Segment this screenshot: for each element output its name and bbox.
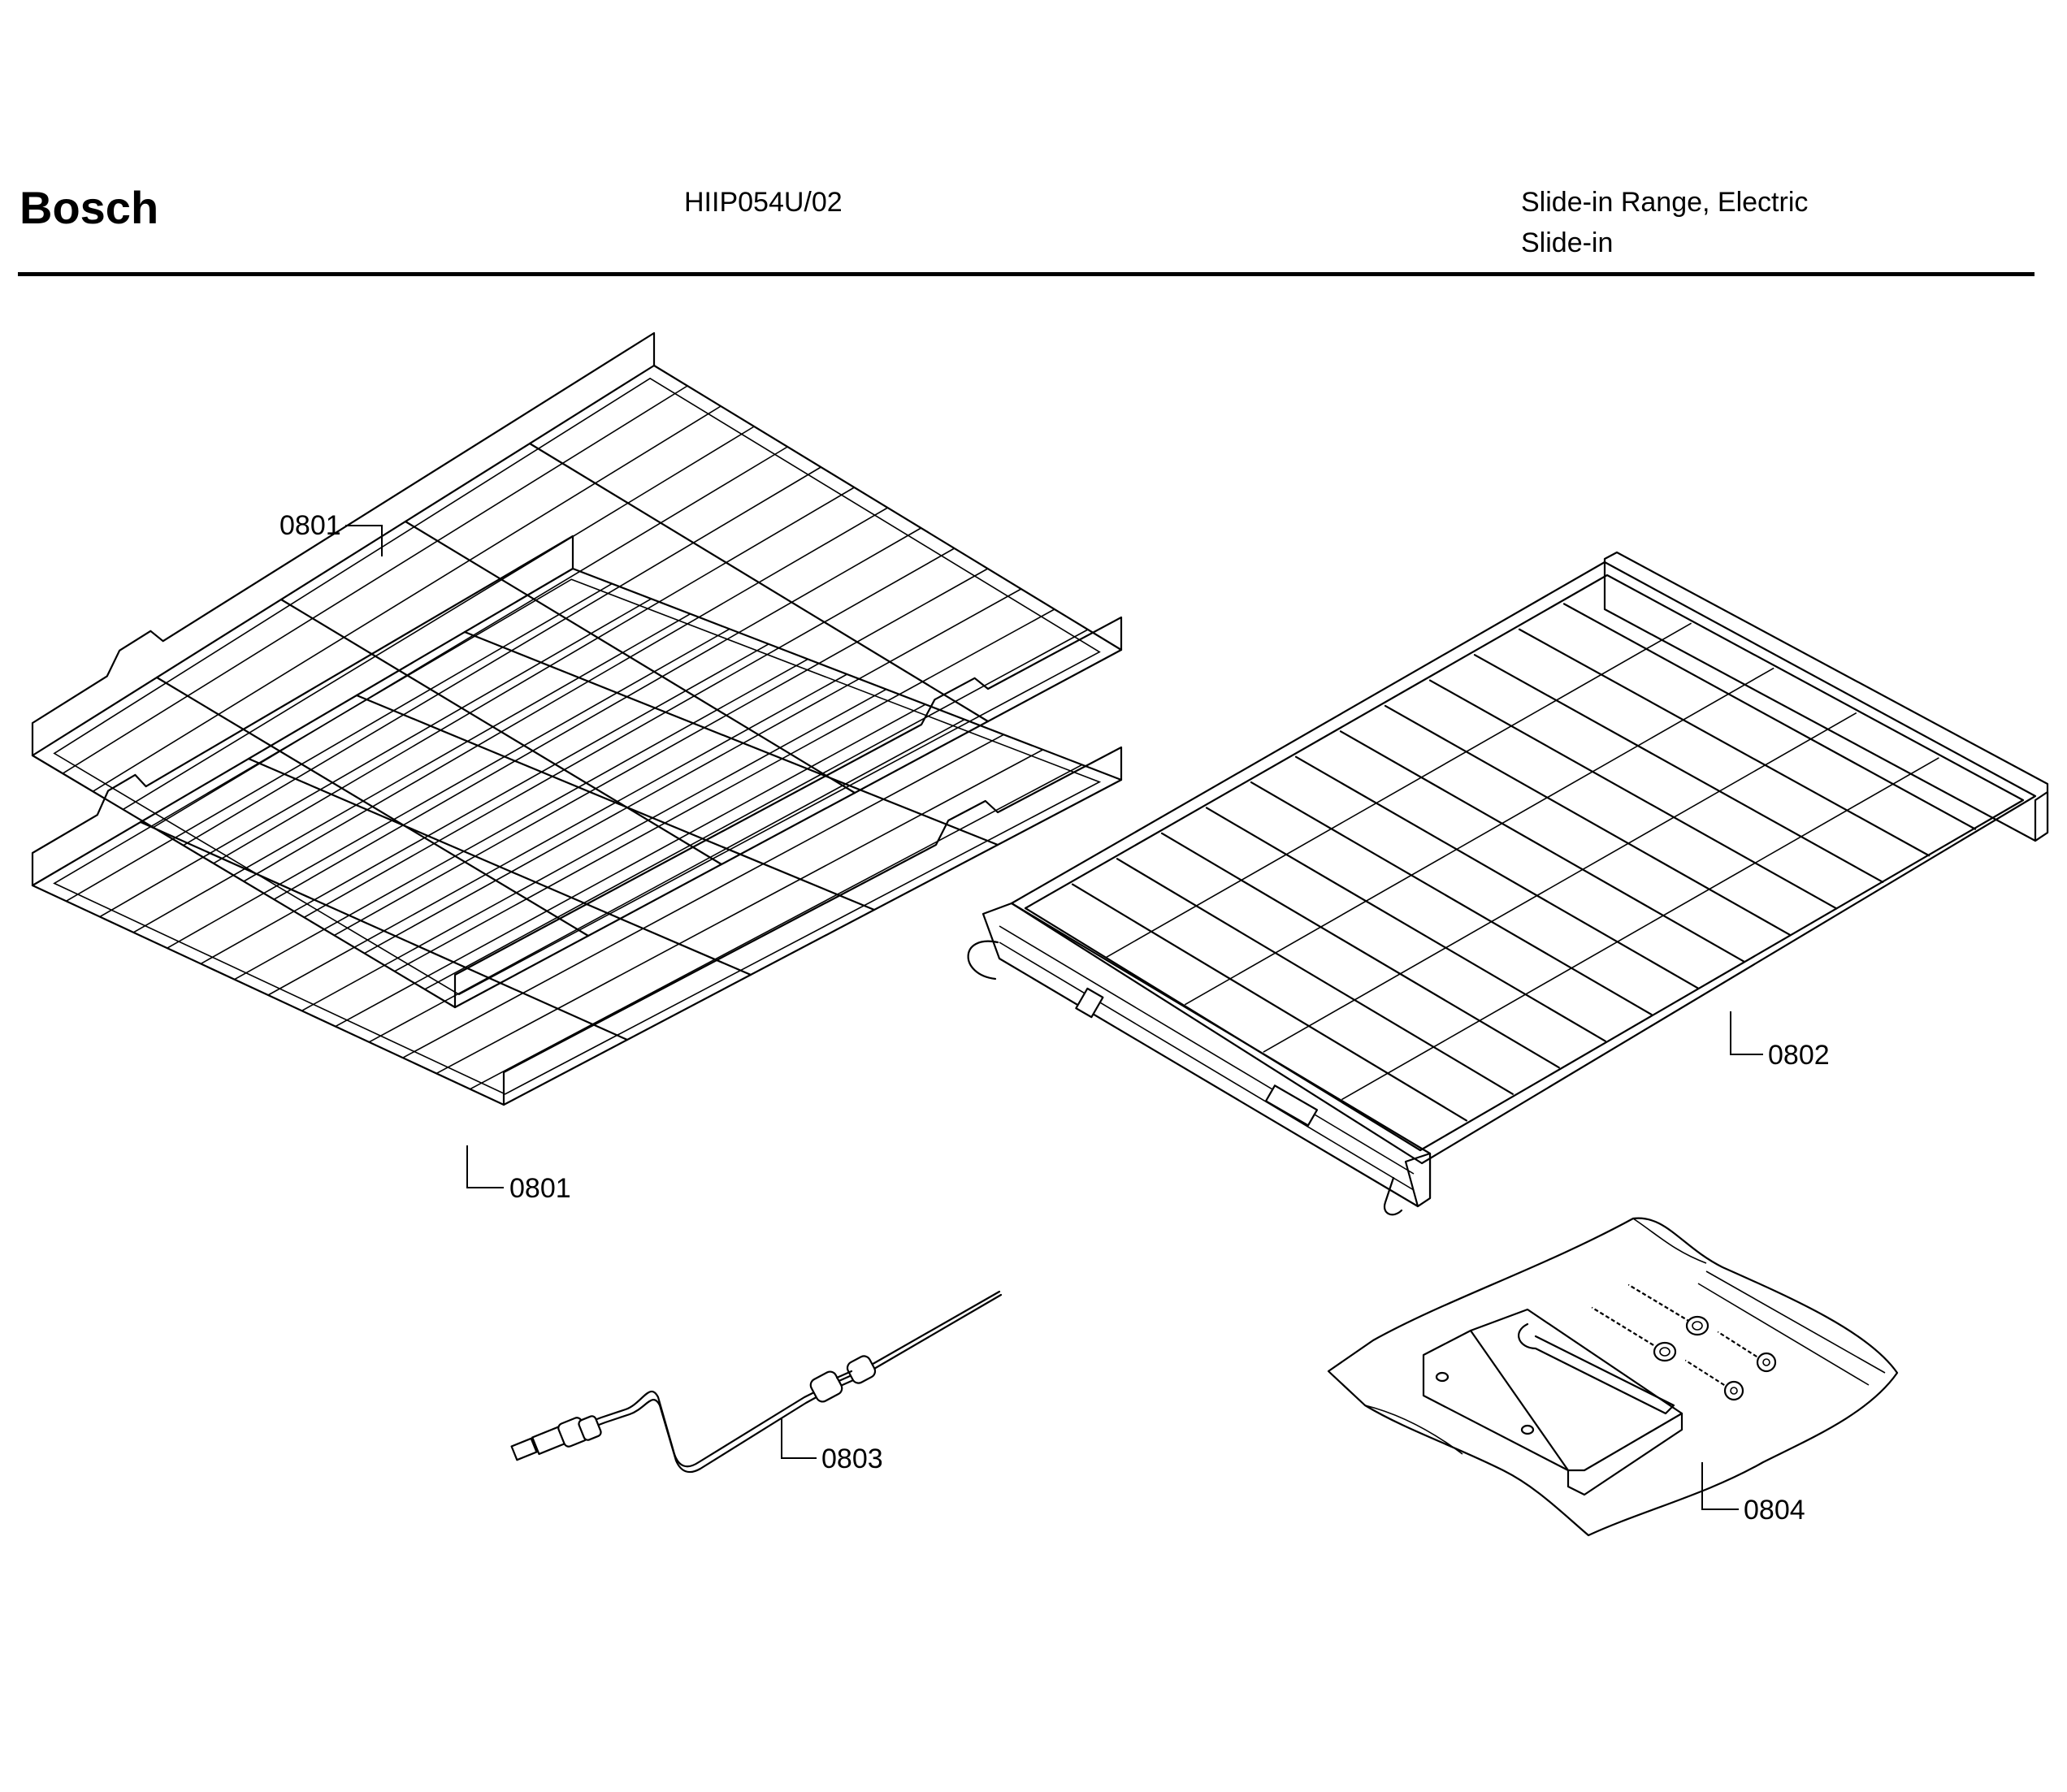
callout-0804[interactable]: 0804	[1744, 1495, 1805, 1526]
callout-0803[interactable]: 0803	[821, 1444, 883, 1474]
callout-0802[interactable]: 0802	[1768, 1040, 1830, 1071]
part-wire-rack-lower[interactable]	[31, 535, 1123, 1106]
product-type: Slide-in Range, Electric	[1521, 187, 1809, 218]
callout-0801-lower[interactable]: 0801	[509, 1173, 571, 1204]
product-subtype: Slide-in	[1521, 227, 1614, 258]
part-telescopic-rack[interactable]	[967, 551, 2049, 1216]
part-meat-probe[interactable]	[510, 1290, 1003, 1474]
part-wire-rack-upper[interactable]	[31, 331, 1123, 1009]
part-anti-tip-kit[interactable]	[1327, 1217, 1899, 1537]
callout-0801-upper[interactable]: 0801	[280, 510, 341, 541]
header-divider	[18, 272, 2034, 276]
model-number: HIIP054U/02	[684, 187, 843, 218]
callout-leaders	[345, 525, 1763, 1510]
brand-name: Bosch	[20, 182, 159, 233]
